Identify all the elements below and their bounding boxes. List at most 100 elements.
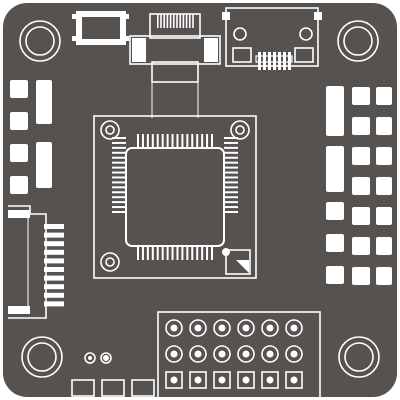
mcu-pin-right — [224, 161, 238, 164]
mcu-pin-right — [224, 166, 238, 169]
mcu-pin-top — [171, 134, 174, 148]
header-pin-hole — [218, 376, 226, 384]
right-pad — [352, 267, 370, 285]
pin-header — [157, 311, 321, 399]
header-pin-square — [189, 371, 207, 389]
mcu-pin-top — [206, 134, 209, 148]
mcu-pin-right — [224, 191, 238, 194]
right-pad — [352, 117, 370, 135]
mcu-pin-bottom — [171, 246, 174, 260]
right-pad — [376, 207, 392, 225]
header-pin-hole — [266, 324, 274, 332]
mcu-pin-left — [112, 181, 126, 184]
usb-pin — [263, 52, 266, 70]
left-side-connector — [8, 205, 64, 319]
mcu-pin-top — [146, 134, 149, 148]
header-pin-hole — [290, 350, 298, 358]
mcu-pin-bottom — [137, 246, 139, 260]
right-pad — [376, 267, 392, 285]
mcu-pin-bottom — [191, 246, 194, 260]
mcu-pin-right — [224, 196, 238, 199]
left-connector-pin — [44, 224, 64, 229]
top-connector-pin — [166, 14, 169, 28]
mcu-pin-top — [137, 134, 139, 148]
mcu-pin-right — [224, 156, 238, 159]
mcu-pin-left — [112, 141, 126, 144]
header-pins — [165, 319, 303, 389]
mcu-pin-right — [224, 151, 238, 154]
small-components-bottom-left — [71, 352, 155, 397]
usb-pin — [258, 52, 261, 70]
mcu-pin-left — [112, 151, 126, 154]
header-pin-round — [189, 345, 207, 363]
mcu-pin-right — [224, 206, 238, 209]
mcu-pin-right — [224, 171, 238, 174]
left-connector-pin — [44, 258, 64, 264]
mcu-pin-bottom — [186, 246, 189, 260]
left-connector-pin — [44, 301, 64, 307]
mcu-pin-bottom — [176, 246, 179, 260]
mcu-pin-top — [166, 134, 169, 148]
mcu-pin-right — [224, 181, 238, 184]
right-pad — [352, 207, 370, 225]
right-pad — [376, 147, 392, 165]
mcu-pin-left — [112, 171, 126, 174]
header-pin-square — [213, 371, 231, 389]
mcu-pin-top — [201, 134, 204, 148]
header-pin-round — [261, 319, 279, 337]
header-pin-hole — [266, 350, 274, 358]
mcu-pin-bottom — [166, 246, 169, 260]
header-pin-hole — [170, 376, 178, 384]
right-pad — [326, 202, 344, 220]
mcu-pin-top — [186, 134, 189, 148]
header-pin-hole — [290, 376, 298, 384]
left-pads — [10, 80, 52, 194]
header-pin-round — [261, 345, 279, 363]
header-pin-hole — [242, 376, 250, 384]
left-connector-pin — [44, 241, 64, 247]
mcu-pin-top — [151, 134, 154, 148]
header-pin-hole — [194, 324, 202, 332]
usb-pins — [255, 52, 293, 70]
mcu-pin-left — [112, 196, 126, 199]
mcu-pin-top — [141, 134, 144, 148]
mcu-pin-bottom — [211, 246, 213, 260]
header-pin-hole — [170, 324, 178, 332]
mcu-pin-left — [112, 186, 126, 189]
header-pin-round — [237, 345, 255, 363]
right-pad — [376, 87, 392, 105]
header-pin-hole — [194, 350, 202, 358]
mcu-pin-left — [112, 201, 126, 204]
mcu-pin-bottom — [206, 246, 209, 260]
header-pin-hole — [242, 350, 250, 358]
header-pin-round — [285, 319, 303, 337]
mcu-pin-top — [196, 134, 199, 148]
mounting-hole-bottom-left — [21, 336, 63, 378]
usb-pin — [278, 52, 281, 70]
right-pad — [326, 266, 344, 284]
top-connector-pin — [176, 14, 178, 28]
top-connector-pins — [157, 14, 194, 28]
crystal-oscillator — [72, 11, 129, 45]
mcu-pin-left — [112, 191, 126, 194]
mcu-pin-left — [112, 161, 126, 164]
left-connector-pin — [44, 275, 64, 281]
mcu-pin-right — [224, 137, 238, 139]
mounting-hole-bottom-right — [338, 336, 380, 378]
header-pin-hole — [266, 376, 274, 384]
usb-pin — [273, 52, 276, 70]
left-connector-pin — [44, 292, 64, 298]
header-pin-round — [165, 319, 183, 337]
mcu-pin-right — [224, 141, 238, 144]
header-pin-hole — [170, 350, 178, 358]
header-pin-round — [285, 345, 303, 363]
header-pin-hole — [194, 376, 202, 384]
mcu-pin-bottom — [196, 246, 199, 260]
header-pin-hole — [218, 324, 226, 332]
mcu-pin-left — [112, 211, 126, 213]
mcu-pin-top — [191, 134, 194, 148]
right-pad — [376, 237, 392, 255]
header-pin-square — [285, 371, 303, 389]
header-pin-hole — [218, 350, 226, 358]
